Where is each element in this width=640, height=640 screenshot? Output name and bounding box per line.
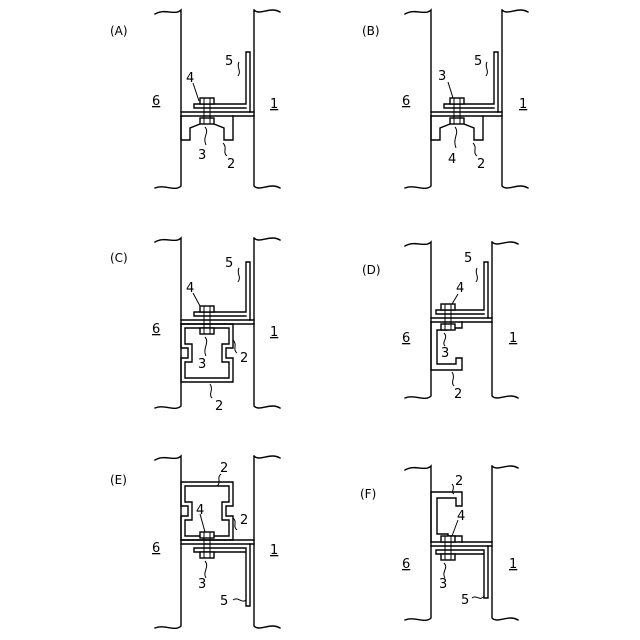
panel-e: (E) 2 4 2 3 5 6 1 <box>110 456 280 628</box>
panel-b-label-nut: 4 <box>448 152 456 167</box>
panel-e-bolt-head <box>200 552 214 558</box>
panel-d-label-wall-right: 1 <box>509 331 517 346</box>
panel-f: (F) 2 4 3 5 6 1 <box>360 466 518 620</box>
panel-f-nut <box>441 536 455 542</box>
panel-a-nut <box>200 98 214 104</box>
panel-a-label-wall-right: 1 <box>270 97 278 112</box>
panel-c-label-bracket: 5 <box>225 256 233 271</box>
panel-a-title: (A) <box>110 24 128 38</box>
panel-a-label-bracket: 5 <box>225 54 233 69</box>
panel-c-label-wall-right: 1 <box>270 325 278 340</box>
panel-c-label-channel: 2 <box>240 351 248 366</box>
panel-c-label-bolt: 3 <box>198 357 206 372</box>
panel-f-label-bracket: 5 <box>461 593 469 608</box>
panel-d-label-channel: 2 <box>454 387 462 402</box>
panel-a-label-nut: 4 <box>186 71 194 86</box>
panel-c-label-nut: 4 <box>186 281 194 296</box>
panel-a: (A) 5 4 3 2 6 1 <box>110 10 280 188</box>
panel-c-label-wall-left: 6 <box>152 322 160 337</box>
panel-d-bolt-head <box>441 324 455 330</box>
panel-b-nut <box>450 118 464 124</box>
panel-c: (C) 5 4 3 2 2 6 1 <box>110 238 280 414</box>
panel-b-label-bolt: 3 <box>438 69 446 84</box>
panel-e-wall-right <box>254 456 280 628</box>
panel-f-wall-left <box>405 466 431 620</box>
panel-e-label-nut: 4 <box>196 503 204 518</box>
panel-d: (D) 5 4 3 2 6 1 <box>362 242 518 402</box>
panel-f-bolt-head <box>441 554 455 560</box>
panel-d-label-nut: 4 <box>456 281 464 296</box>
panel-e-label-wall-right: 1 <box>270 543 278 558</box>
panel-e-label-bracket: 5 <box>220 594 228 609</box>
panel-b-label-wall-left: 6 <box>402 94 410 109</box>
panel-f-label-channel: 2 <box>455 474 463 489</box>
panel-d-nut <box>441 304 455 310</box>
panel-c-bolt-head <box>200 328 214 334</box>
panel-b-label-wall-right: 1 <box>519 97 527 112</box>
panel-d-title: (D) <box>362 263 381 277</box>
panel-d-label-wall-left: 6 <box>402 331 410 346</box>
panel-c-nut <box>200 306 214 312</box>
panel-b-label-bracket: 5 <box>474 54 482 69</box>
panel-d-label-bracket: 5 <box>464 251 472 266</box>
panel-b-plate <box>431 112 502 116</box>
panel-e-label-channel-b: 2 <box>220 461 228 476</box>
panel-f-title: (F) <box>360 487 376 501</box>
panel-b: (B) 5 3 4 2 6 1 <box>362 10 528 188</box>
panel-d-label-bolt: 3 <box>441 346 449 361</box>
panel-e-title: (E) <box>110 473 127 487</box>
panel-a-plate <box>181 112 254 116</box>
panel-b-label-channel: 2 <box>477 157 485 172</box>
panel-e-channel <box>181 482 233 540</box>
panel-f-wall-right <box>492 466 518 620</box>
panel-e-label-channel: 2 <box>240 513 248 528</box>
panel-f-label-nut: 4 <box>457 509 465 524</box>
panel-f-label-wall-right: 1 <box>509 557 517 572</box>
panel-d-wall-right <box>492 242 518 398</box>
panel-c-wall-right <box>254 238 280 408</box>
panel-d-wall-left <box>405 242 431 398</box>
panel-c-title: (C) <box>110 251 128 265</box>
panel-e-label-bolt: 3 <box>198 577 206 592</box>
panel-b-title: (B) <box>362 24 380 38</box>
panel-c-label-channel-b: 2 <box>215 399 223 414</box>
panel-f-label-bolt: 3 <box>439 577 447 592</box>
panel-a-label-channel: 2 <box>227 157 235 172</box>
panel-e-nut <box>200 532 214 538</box>
panel-e-label-wall-left: 6 <box>152 541 160 556</box>
panel-f-label-wall-left: 6 <box>402 557 410 572</box>
panel-a-label-bolt: 3 <box>198 148 206 163</box>
panel-a-label-wall-left: 6 <box>152 94 160 109</box>
panel-a-bolt-head <box>200 118 214 124</box>
panel-b-bolt-head <box>450 98 464 104</box>
